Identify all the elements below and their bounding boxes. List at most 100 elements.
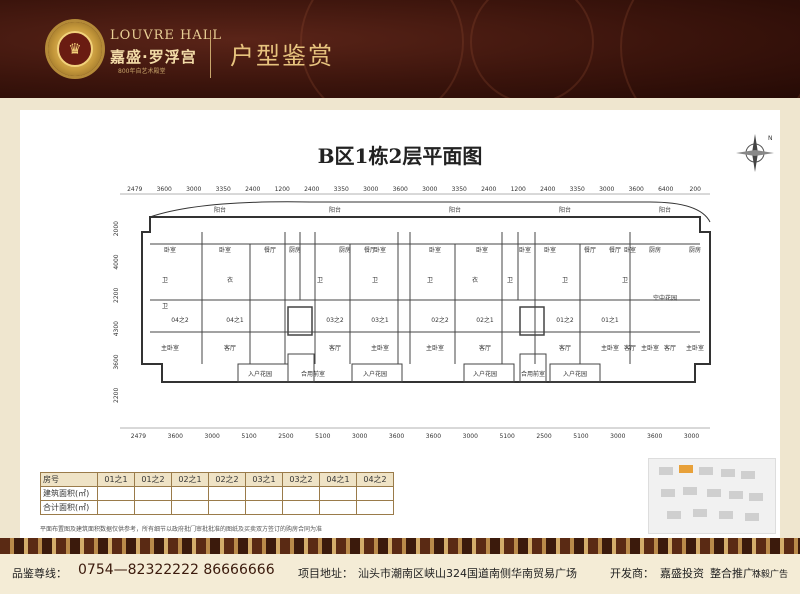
dimension-label: 2479	[131, 433, 146, 440]
dimension-label: 5100	[315, 433, 330, 440]
room-label: 空中花园	[653, 294, 677, 302]
address-label: 项目地址：	[298, 567, 353, 580]
dimension-label: 3000	[610, 433, 625, 440]
brand-tagline: 800年自艺术殿堂	[118, 68, 166, 75]
unit-column-header: 01之2	[134, 472, 172, 487]
room-label: 合用前室	[301, 370, 325, 378]
louvre-hall-logo: ♛	[48, 22, 102, 76]
room-label: 卫	[372, 277, 378, 284]
room-label: 入户花园	[563, 370, 587, 378]
room-label: 卧室	[429, 246, 441, 254]
ornament-swirl	[300, 0, 464, 98]
area-value-cell	[245, 500, 283, 515]
section-title: 户型鉴赏	[230, 42, 334, 70]
dimension-label: 3000	[463, 433, 478, 440]
room-label: 卧室	[476, 246, 488, 254]
dimension-label: 3600	[393, 186, 408, 193]
agency-name: 林毅广告	[752, 570, 789, 580]
unit-column-header: 04之2	[356, 472, 394, 487]
room-label: 厨房	[339, 246, 351, 254]
dimension-label: 3350	[570, 186, 585, 193]
hotline-number: 0754—82322222 86666666	[78, 562, 275, 578]
area-value-cell	[134, 486, 172, 501]
area-value-cell	[134, 500, 172, 515]
unit-column-header: 04之1	[319, 472, 357, 487]
disclaimer-note: 平面布置图及建筑面积数据仅供参考，所有细节以政府批门审批批准的图纸及买卖双方签订…	[40, 526, 323, 533]
header-banner: ♛ LOUVRE HALL 嘉盛·罗浮宫 800年自艺术殿堂 户型鉴赏	[0, 0, 800, 98]
room-label: 餐厅	[364, 246, 376, 254]
room-label: 卫	[507, 277, 513, 284]
dimension-label: 3600	[426, 433, 441, 440]
area-value-cell	[356, 486, 394, 501]
ornament-swirl	[470, 0, 594, 98]
unit-column-header: 02之2	[208, 472, 246, 487]
dimension-label: 3000	[352, 433, 367, 440]
room-label: 卧室	[219, 246, 231, 254]
room-label: 合用前室	[521, 370, 545, 378]
area-table-header-label: 房号	[40, 472, 98, 487]
area-value-cell	[282, 486, 320, 501]
room-label: 02之2	[431, 316, 449, 324]
dimension-label: 5100	[500, 433, 515, 440]
area-value-cell	[282, 500, 320, 515]
page-title: B区1栋2层平面图	[317, 144, 483, 168]
dimension-label: 2500	[278, 433, 293, 440]
developer-label: 开发商：	[610, 567, 654, 580]
area-value-cell	[208, 500, 246, 515]
crown-icon: ♛	[57, 31, 93, 67]
dimension-label: 3600	[168, 433, 183, 440]
unit-column-header: 02之1	[171, 472, 209, 487]
ornamental-border	[0, 538, 800, 554]
room-label: 卫	[622, 277, 628, 284]
room-label: 衣	[472, 276, 478, 284]
room-label: 衣	[227, 276, 233, 284]
room-label: 入户花园	[248, 370, 272, 378]
unit-column-header: 03之2	[282, 472, 320, 487]
dimension-label: 3000	[205, 433, 220, 440]
room-label: 厨房	[289, 246, 301, 254]
room-label: 入户花园	[363, 370, 387, 378]
room-label: 客厅	[624, 344, 636, 352]
room-label: 卫	[427, 277, 433, 284]
divider	[210, 30, 211, 78]
room-label: 客厅	[664, 344, 676, 352]
room-label: 主卧室	[161, 344, 179, 352]
room-label: 主卧室	[686, 344, 704, 352]
room-label: 餐厅	[264, 246, 276, 254]
hotline-label: 品鉴尊线：	[12, 567, 67, 580]
room-label: 餐厅	[609, 246, 621, 254]
dimension-label: 3000	[422, 186, 437, 193]
room-label: 卫	[162, 303, 168, 310]
brand-name-cn: 嘉盛·罗浮宫	[110, 48, 197, 66]
room-label: 主卧室	[601, 344, 619, 352]
dimension-label: 2400	[540, 186, 555, 193]
area-value-cell	[171, 500, 209, 515]
room-label: 04之2	[171, 316, 189, 324]
room-label: 阳台	[214, 206, 226, 214]
dimension-label: 3600	[157, 186, 172, 193]
area-value-cell	[356, 500, 394, 515]
room-label: 入户花园	[473, 370, 497, 378]
room-label: 客厅	[559, 344, 571, 352]
dimension-label: 2479	[127, 186, 142, 193]
area-value-cell	[245, 486, 283, 501]
developer-name: 嘉盛投资	[660, 567, 704, 580]
room-label: 卫	[162, 277, 168, 284]
address-text: 汕头市潮南区峡山324国道南侧华南贸易广场	[358, 567, 577, 580]
room-label: 02之1	[476, 316, 494, 324]
dimension-label: 3000	[599, 186, 614, 193]
brand-name-en: LOUVRE HALL	[110, 28, 223, 43]
area-value-cell	[97, 500, 135, 515]
row-label-building-area: 建筑面积(㎡)	[40, 486, 98, 501]
dimension-label: 3000	[684, 433, 699, 440]
dimension-label: 3600	[113, 354, 120, 369]
dimension-label: 2400	[481, 186, 496, 193]
dimension-label: 200	[690, 186, 702, 193]
room-label: 阳台	[449, 206, 461, 214]
room-label: 阳台	[329, 206, 341, 214]
unit-column-header: 03之1	[245, 472, 283, 487]
room-label: 阳台	[659, 206, 671, 214]
dimension-label: 3000	[186, 186, 201, 193]
dimension-label: 2200	[113, 388, 120, 403]
